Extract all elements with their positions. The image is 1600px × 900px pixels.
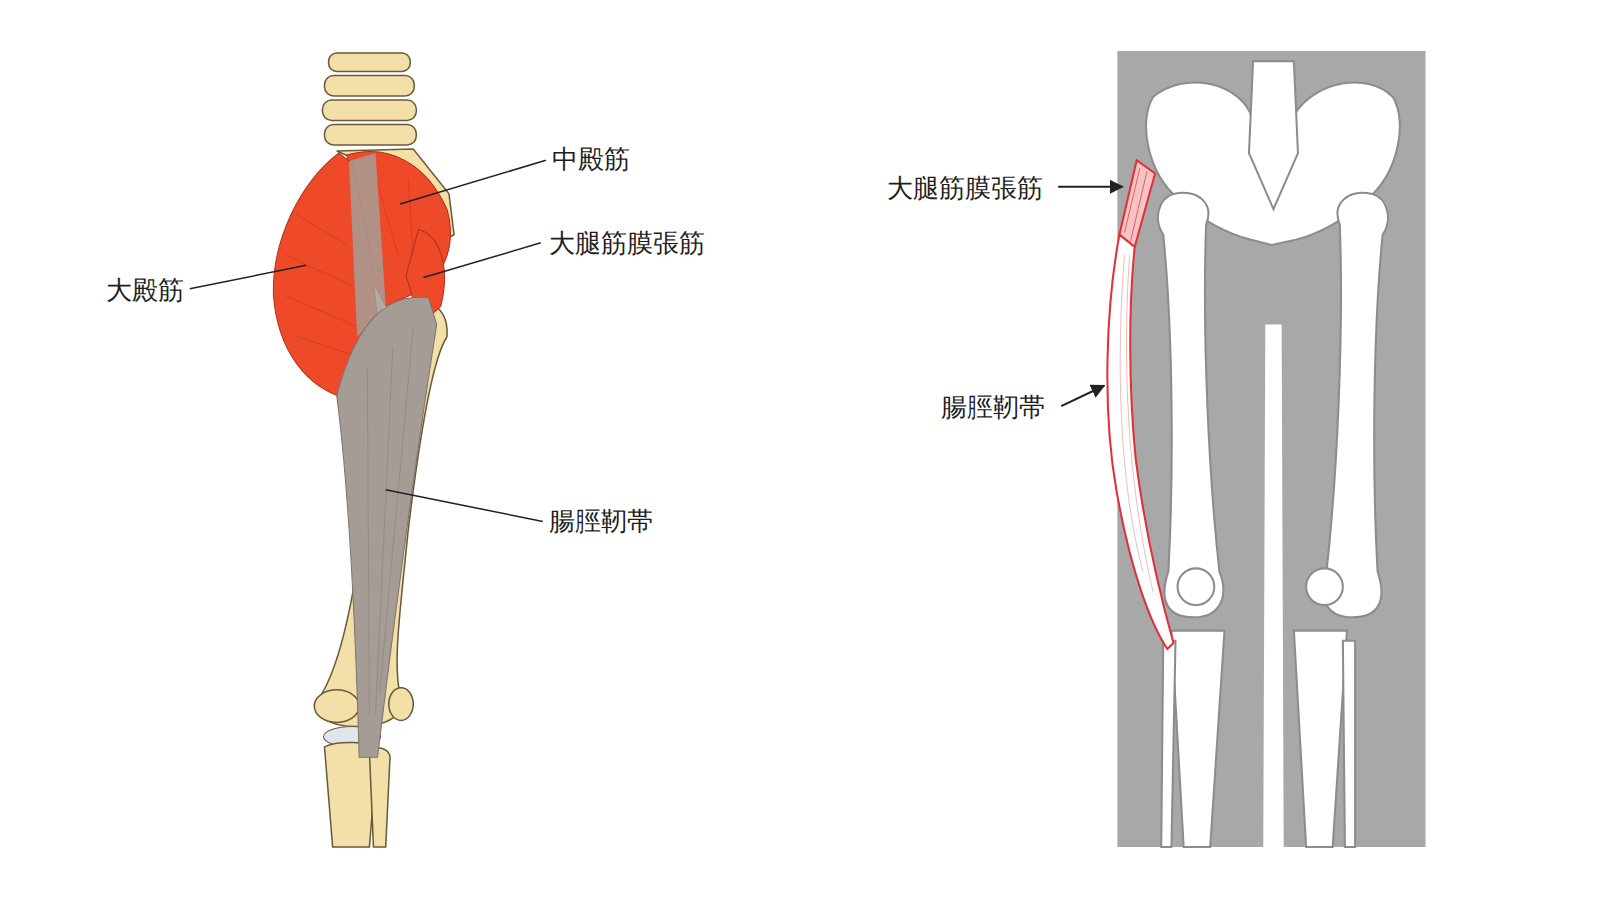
right-figure — [1058, 51, 1425, 847]
part-label: 中殿筋 — [552, 143, 630, 175]
body-silhouette — [1117, 51, 1425, 847]
iliotibial-band — [337, 297, 437, 757]
part-label: 大腿筋膜張筋 — [549, 227, 705, 259]
tensor-fasciae-latae — [1119, 160, 1155, 247]
part-label: 腸脛靭帯 — [549, 505, 653, 537]
part-label: 大腿筋膜張筋 — [887, 172, 1043, 204]
part-label: 大殿筋 — [106, 274, 184, 306]
part-label: 腸脛靭帯 — [941, 391, 1045, 423]
left-figure — [190, 53, 546, 847]
iliotibial-band — [1107, 235, 1173, 649]
